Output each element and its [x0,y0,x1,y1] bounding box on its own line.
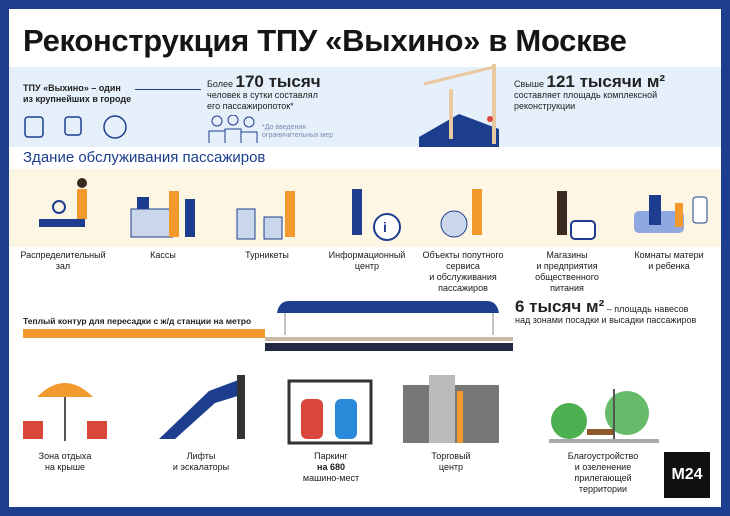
label-line: Турникеты [245,250,289,260]
label-line: Информационный [328,250,406,260]
train-icon [64,116,82,136]
label-line: Лифты [186,451,216,461]
label-line: зал [55,261,71,271]
shopping-center-icon [403,375,499,443]
line: составляет площадь комплексной [514,90,658,100]
label-line: Объекты попутного [422,250,504,260]
m24-logo: M24 [664,452,710,498]
page-title: Реконструкция ТПУ «Выхино» в Москве [23,23,627,58]
label-line: машино-мест [302,473,360,483]
label-line: Комнаты матери [634,250,704,260]
canopy-illustration [265,301,513,351]
label-line: и эскалаторы [172,462,230,472]
intro-line: из крупнейших в городе [23,94,132,104]
infographic: Реконструкция ТПУ «Выхино» в Москве ТПУ … [9,9,721,507]
divider [135,89,201,90]
ticket-office-icon [130,191,195,238]
passengers-value: 170 тысяч [235,72,321,91]
label-line: и предприятия [536,261,598,271]
warm-contour-label: Теплый контур для пересадки с ж/д станци… [23,316,252,326]
label-line: Кассы [150,250,176,260]
people-icon [208,115,258,143]
mother-child-room-icon [634,195,708,233]
label-line: центр [354,261,380,271]
escalator-icon [159,375,245,439]
parking-icon [287,379,373,445]
bus-icon [24,116,44,138]
label-line: Паркинг [314,451,348,461]
cafe-icon [557,191,596,240]
prefix: Более [207,79,233,89]
note: ограничительных мер [262,132,334,139]
svg-text:i: i [383,219,387,235]
facility-turnstiles: Турникеты [217,250,317,261]
info-center-icon: i [352,189,401,241]
label-line: на 680 [317,462,345,472]
line: реконструкции [514,101,576,111]
facility-ticket-offices: Кассы [113,250,213,261]
label-line: прилегающей [574,473,632,483]
note: *До введения [262,124,307,131]
service-icon [440,189,482,238]
transport-icons [24,115,127,139]
canopy-value: 6 тысяч м² [515,297,605,316]
facility-illustrations: i [39,178,708,241]
label-line: и обслуживания [429,272,497,282]
facilities-band [9,169,721,247]
label-line: общественного [535,272,599,282]
label-line: сервиса [446,261,480,271]
label-line: на крыше [44,462,86,472]
line: его пассажиропоток* [207,101,294,111]
rooftop-umbrella-icon [23,383,107,441]
label-line: и ребенка [648,261,690,271]
warm-contour-bar [23,329,265,338]
waiting-hall-icon [39,178,87,227]
area-value: 121 тысячи м² [546,72,666,91]
construction-illustration [419,64,499,147]
line: человек в сутки составлял [207,90,318,100]
label-line: Магазины [546,250,588,260]
label-line: Торговый [431,451,471,461]
intro-line: ТПУ «Выхино» – один [23,83,121,93]
amenity-illustrations [23,375,659,445]
label-line: Зона отдыха [38,451,92,461]
line: – площадь навесов [606,304,689,314]
label-line: центр [438,462,464,472]
turnstile-icon [236,191,295,240]
label-line: Благоустройство [567,451,639,461]
metro-icon [103,115,127,139]
landscaping-icon [549,389,659,443]
label-line: пассажиров [438,283,488,293]
line: над зонами посадки и высадки пассажиров [515,315,697,325]
section-title: Здание обслуживания пассажиров [23,149,266,166]
label-line: питания [550,283,584,293]
prefix: Свыше [514,79,544,89]
label-line: Распределительный [20,250,106,260]
label-line: территории [578,484,628,494]
label-line: и озеленение [574,462,632,472]
